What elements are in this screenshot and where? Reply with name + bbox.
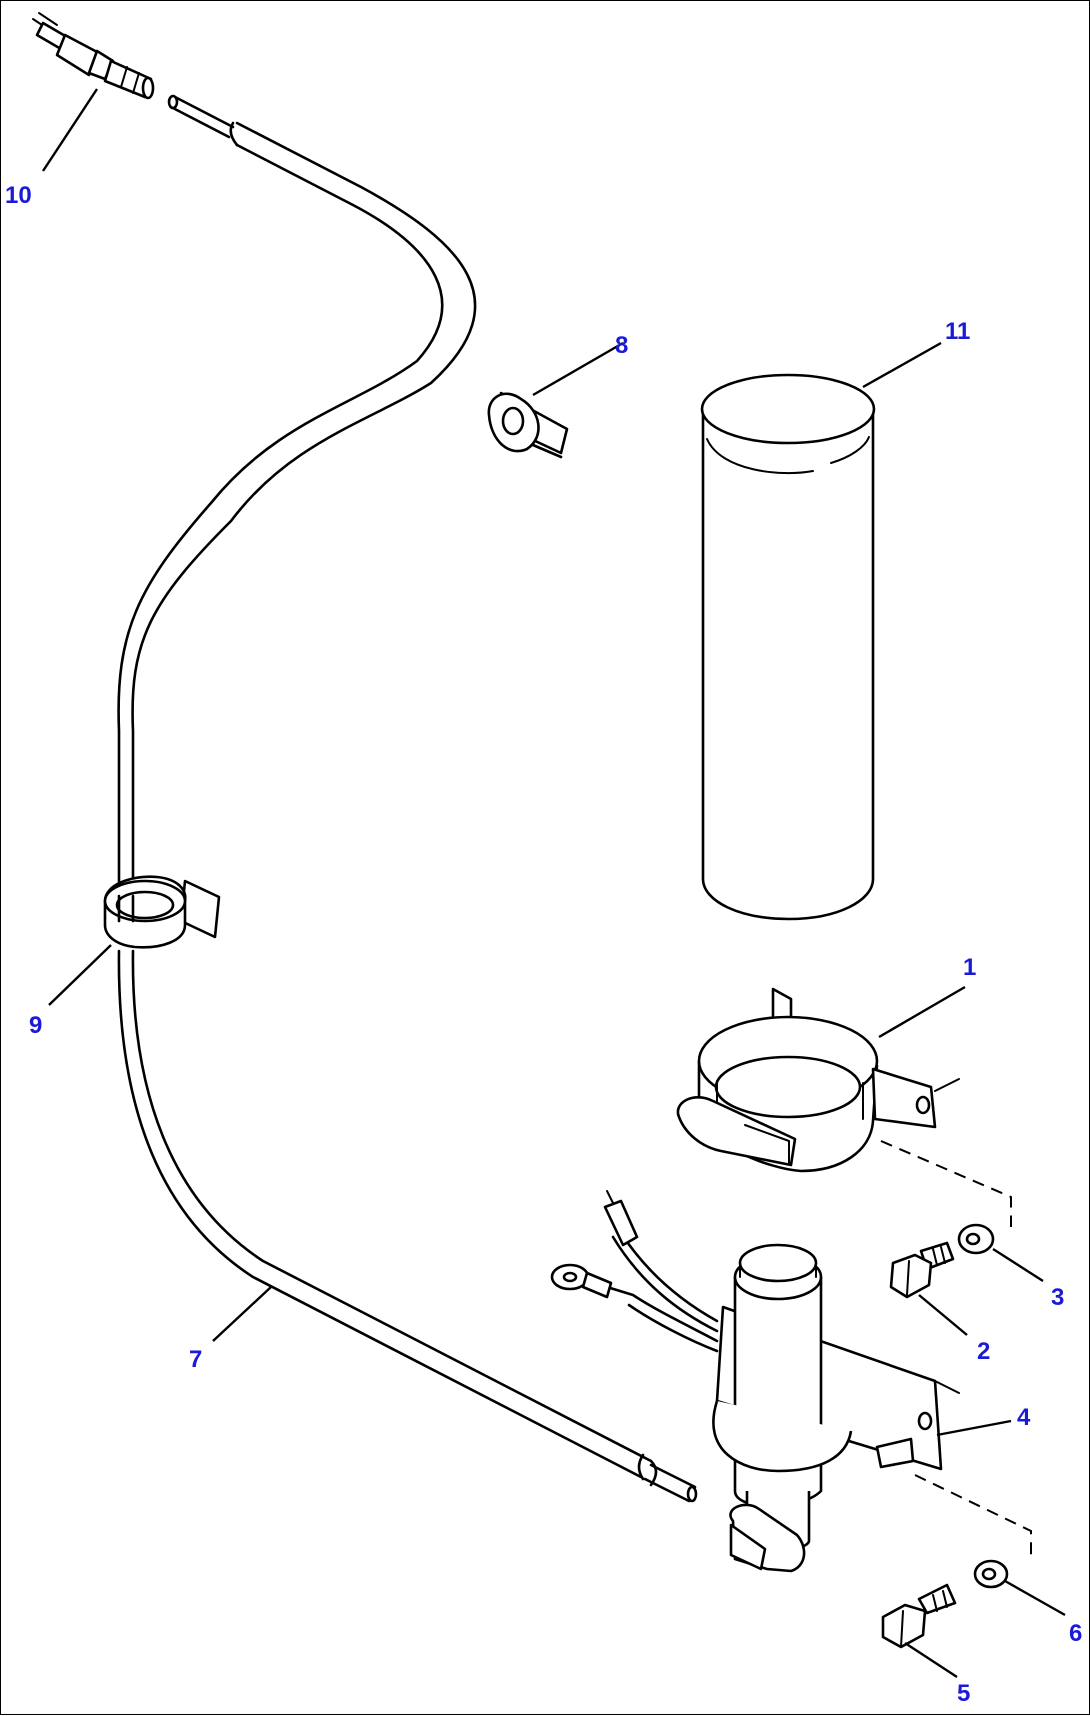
callout-1: 1 bbox=[963, 954, 976, 981]
callout-7: 7 bbox=[189, 1346, 202, 1373]
part-8-clip bbox=[487, 391, 569, 459]
part-1-bracket-band bbox=[676, 987, 960, 1173]
callout-labels: 10 8 11 9 1 3 2 4 7 6 5 bbox=[5, 182, 1082, 1707]
part-5-bolt bbox=[881, 1583, 957, 1649]
callout-6: 6 bbox=[1069, 1620, 1082, 1647]
callout-10: 10 bbox=[5, 182, 32, 209]
callout-8: 8 bbox=[615, 332, 628, 359]
part-6-washer bbox=[973, 1559, 1009, 1589]
part-4-pump-assembly bbox=[550, 1190, 960, 1573]
part-11-cylinder bbox=[700, 373, 876, 921]
part-9-clamp bbox=[103, 875, 221, 949]
callout-4: 4 bbox=[1017, 1404, 1031, 1431]
callout-11: 11 bbox=[945, 318, 970, 345]
part-3-washer bbox=[957, 1223, 995, 1255]
callout-3: 3 bbox=[1051, 1284, 1064, 1311]
part-7-tube bbox=[117, 94, 698, 1503]
callout-2: 2 bbox=[977, 1338, 990, 1365]
callout-5: 5 bbox=[957, 1680, 970, 1707]
part-10-fitting bbox=[32, 12, 155, 100]
assembly-guide-lines bbox=[880, 1140, 1032, 1557]
part-2-bolt bbox=[889, 1241, 955, 1299]
leader-lines bbox=[41, 88, 1066, 1679]
callout-9: 9 bbox=[29, 1012, 42, 1039]
